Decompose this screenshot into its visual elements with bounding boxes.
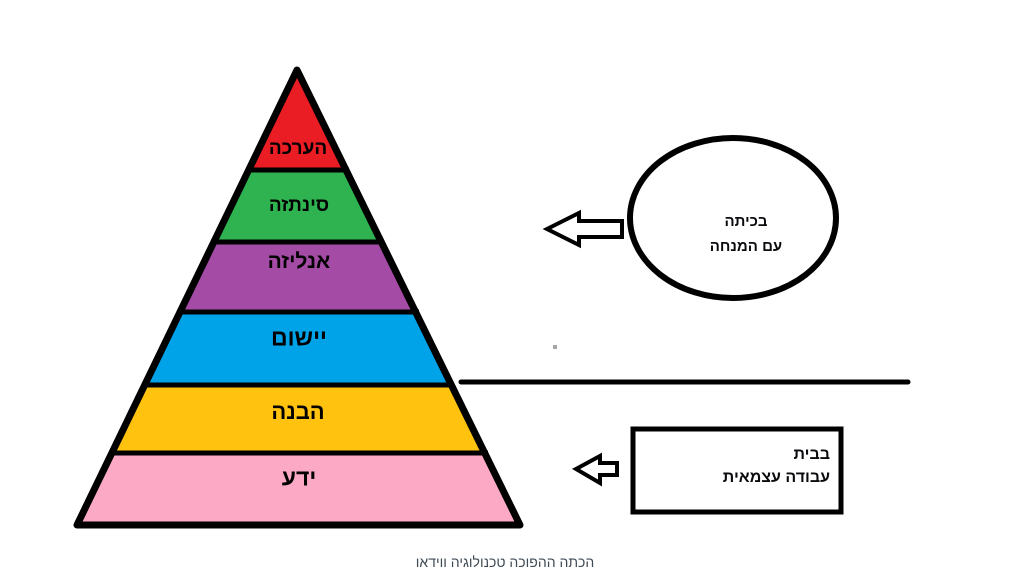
classroom-ellipse [627,135,839,301]
home-left-arrow-icon [571,452,619,487]
pyramid-level-label-synthesis: סינתזה [268,195,330,216]
stray-dot [553,345,557,349]
pyramid-outline [73,66,524,529]
pyramid-band-knowledge [77,453,520,525]
pyramid-level-label-comprehension: הבנה [271,399,325,424]
pyramid-band-evaluation [249,70,346,170]
pyramid-level-label-application: יישום [271,324,327,351]
diagram-caption: הכתה ההפוכה טכנולוגיה ווידאו [415,554,595,570]
pyramid-band-application [145,312,451,385]
pyramid-level-label-evaluation: הערכה [268,138,328,159]
classroom-callout-text: בכיתה עם המנחה [646,209,846,259]
pyramid-dividers [109,167,488,456]
pyramid-band-comprehension [112,385,485,453]
pyramid-level-label-knowledge: ידע [281,464,317,491]
home-rectangle [630,426,844,515]
classroom-callout-line2: עם המנחה [709,238,783,255]
classroom-callout-line1: בכיתה [724,213,768,230]
pyramid-band-synthesis [214,170,381,242]
pyramid-level-label-analysis: אנליזה [267,250,331,273]
home-callout-text: בבית עבודה עצמאית [650,443,830,489]
home-callout-line1: בבית [793,446,830,463]
classroom-left-arrow-icon [542,209,624,249]
pyramid-band-analysis [180,242,416,312]
home-callout-line2: עבודה עצמאית [722,469,830,486]
